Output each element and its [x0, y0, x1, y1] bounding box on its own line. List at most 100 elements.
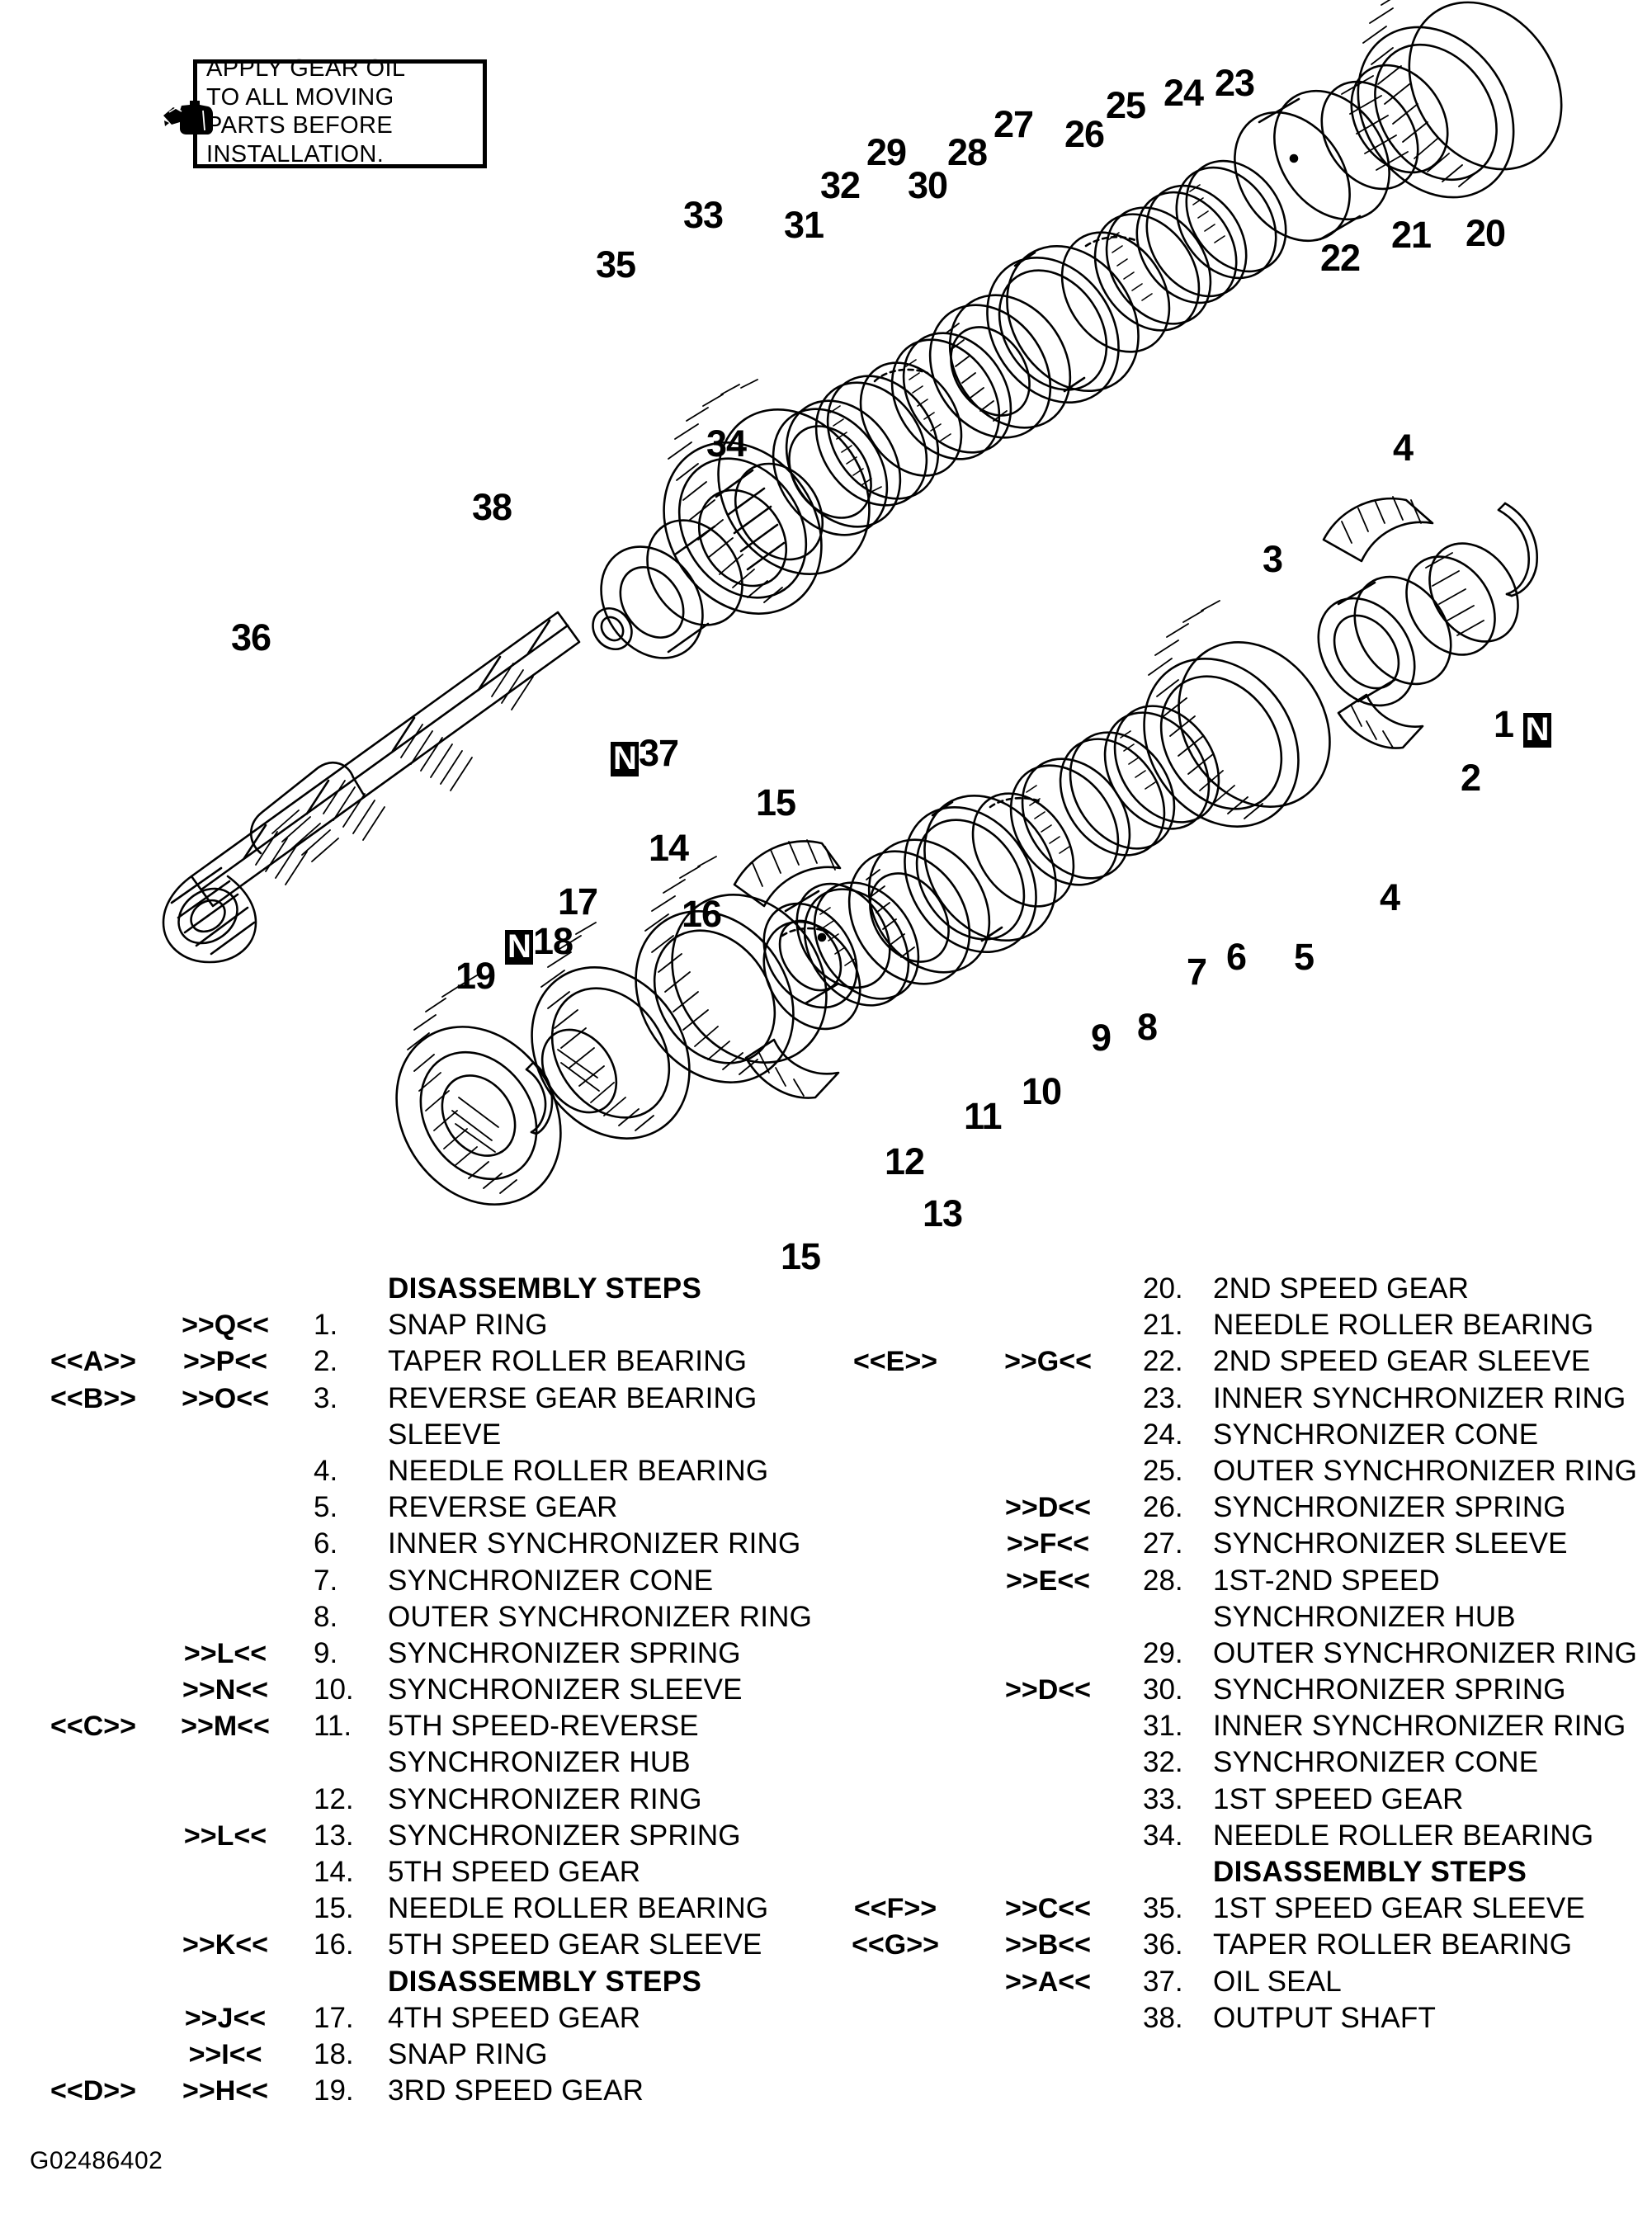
part-name: SNAP RING	[388, 2037, 548, 2070]
part-outer-synchronizer-ring-8	[1009, 758, 1131, 886]
legend-row: 33.1ST SPEED GEAR	[825, 1782, 1652, 1818]
part-name: 4TH SPEED GEAR	[388, 2001, 641, 2034]
part-number: 9.	[314, 1636, 338, 1669]
part-inner-synchronizer-ring-31	[814, 375, 940, 507]
part-needle-roller-bearing-34	[697, 462, 824, 588]
part-number: 10.	[314, 1673, 354, 1706]
part-synchronizer-cone-24	[1135, 184, 1248, 304]
callout-24: 24	[1163, 72, 1204, 114]
part-1st-speed-gear-sleeve	[600, 519, 743, 659]
disassembly-step-code: >>F<<	[1006, 1528, 1090, 1560]
part-name: INNER SYNCHRONIZER RING	[1213, 1710, 1626, 1743]
part-synchronizer-sleeve-10	[904, 794, 1057, 954]
part-name: NEEDLE ROLLER BEARING	[1213, 1309, 1594, 1342]
legend-row: >>E<<28.1ST-2ND SPEED	[825, 1563, 1652, 1599]
part-name: 5TH SPEED-REVERSE	[388, 1710, 699, 1743]
legend-row: >>J<<17.4TH SPEED GEAR	[0, 2000, 825, 2037]
callout-4: 4	[1380, 876, 1400, 918]
part-name: 2ND SPEED GEAR SLEEVE	[1213, 1345, 1591, 1378]
part-name: REVERSE GEAR BEARING	[388, 1381, 758, 1414]
legend-row: 24.SYNCHRONIZER CONE	[825, 1417, 1652, 1453]
legend-row: 15. NEEDLE ROLLER BEARING	[0, 1890, 825, 1927]
part-name: SYNCHRONIZER SLEEVE	[388, 1673, 743, 1706]
part-name: SYNCHRONIZER SPRING	[1213, 1491, 1566, 1524]
part-number: 14.	[314, 1856, 354, 1888]
legend-row: 7.SYNCHRONIZER CONE	[0, 1563, 825, 1599]
part-number: 35.	[1143, 1892, 1183, 1925]
legend-row: 5.REVERSE GEAR	[0, 1489, 825, 1526]
part-outer-synchronizer-ring-25	[1093, 206, 1212, 332]
legend-row: <<C>>>>M<<11.5TH SPEED-REVERSE	[0, 1708, 825, 1744]
disassembly-steps-header: DISASSEMBLY STEPS	[388, 1965, 702, 1998]
part-3rd-speed-gear	[395, 975, 562, 1206]
disassembly-step-code: >>O<<	[182, 1382, 269, 1414]
part-needle-roller-bearing-15-lower	[744, 1038, 840, 1099]
part-name: SYNCHRONIZER SPRING	[388, 1636, 741, 1669]
disassembly-step-code: >>D<<	[1005, 1492, 1091, 1524]
part-number: 26.	[1143, 1491, 1183, 1524]
part-number: 38.	[1143, 2001, 1183, 2034]
legend-row: 20.2ND SPEED GEAR	[825, 1271, 1652, 1307]
callout-10: 10	[1022, 1070, 1062, 1112]
part-2nd-speed-gear	[1357, 0, 1563, 199]
part-name: TAPER ROLLER BEARING	[1213, 1928, 1573, 1961]
figure-id-code: G02486402	[30, 2147, 163, 2174]
part-number: 34.	[1143, 1819, 1183, 1852]
disassembly-step-code: >>A<<	[1005, 1966, 1091, 1998]
part-oil-seal	[592, 607, 633, 650]
callout-38: 38	[472, 486, 512, 528]
legend-row: >>I<<18.SNAP RING	[0, 2037, 825, 2073]
part-number: 15.	[314, 1892, 354, 1925]
callout-5: 5	[1294, 936, 1315, 978]
legend-row: <<G>>>>B<<36.TAPER ROLLER BEARING	[825, 1927, 1652, 1963]
legend-row: >>K<<16.5TH SPEED GEAR SLEEVE	[0, 1927, 825, 1963]
part-needle-roller-bearing-21	[1320, 64, 1449, 191]
part-name: 1ST SPEED GEAR	[1213, 1782, 1464, 1815]
part-name: REVERSE GEAR	[388, 1491, 618, 1524]
part-number: 23.	[1143, 1381, 1183, 1414]
part-name: SYNCHRONIZER CONE	[388, 1564, 714, 1597]
callout-30: 30	[908, 164, 948, 206]
part-name: SYNCHRONIZER SPRING	[388, 1819, 741, 1852]
part-snap-ring-1	[1497, 502, 1538, 597]
callout-6: 6	[1226, 936, 1247, 978]
part-synchronizer-spring-9	[971, 792, 1075, 908]
parts-legend-left-column: DISASSEMBLY STEPS>>Q<<1.SNAP RING<<A>>>>…	[0, 1271, 825, 2109]
part-number: 16.	[314, 1928, 354, 1961]
legend-row: SLEEVE	[0, 1417, 825, 1453]
part-number: 25.	[1143, 1454, 1183, 1487]
part-needle-roller-bearing-4-upper	[1322, 496, 1434, 563]
part-number: 12.	[314, 1782, 354, 1815]
callout-35: 35	[596, 243, 636, 286]
parts-legend: DISASSEMBLY STEPS>>Q<<1.SNAP RING<<A>>>>…	[0, 1271, 1652, 2145]
callout-21: 21	[1391, 214, 1432, 256]
disassembly-step-code: >>E<<	[1005, 1565, 1091, 1597]
part-number: 13.	[314, 1819, 354, 1852]
callout-19: 19	[455, 955, 496, 997]
callout-3: 3	[1263, 538, 1283, 580]
exploded-parts-diagram	[162, 0, 1563, 1206]
assembly-step-code: <<C>>	[50, 1711, 136, 1743]
legend-row: SYNCHRONIZER HUB	[825, 1599, 1652, 1635]
gear-oil-notice-text: APPLY GEAR OIL TO ALL MOVING PARTS BEFOR…	[206, 55, 406, 168]
callout-34: 34	[706, 422, 747, 465]
part-synchronizer-cone-32	[772, 399, 902, 536]
legend-row: 31.INNER SYNCHRONIZER RING	[825, 1708, 1652, 1744]
part-number: 19.	[314, 2074, 354, 2107]
disassembly-step-code: >>C<<	[1005, 1893, 1091, 1925]
part-synchronizer-cone-7	[1059, 731, 1176, 857]
disassembly-step-code: >>P<<	[182, 1346, 268, 1378]
legend-row: 34.NEEDLE ROLLER BEARING	[825, 1818, 1652, 1854]
legend-row: 14.5TH SPEED GEAR	[0, 1854, 825, 1890]
part-number: 37.	[1143, 1965, 1183, 1998]
disassembly-step-code: >>B<<	[1005, 1929, 1091, 1961]
part-name: NEEDLE ROLLER BEARING	[388, 1892, 769, 1925]
part-synchronizer-sleeve-27	[986, 244, 1140, 404]
part-reverse-gear-bearing-sleeve	[1317, 575, 1452, 707]
callout-27: 27	[994, 103, 1034, 145]
part-name: 1ST-2ND SPEED	[1213, 1564, 1440, 1597]
n-marker-badge: N	[1522, 713, 1551, 748]
disassembly-step-code: >>M<<	[181, 1711, 270, 1743]
callout-7: 7	[1187, 951, 1207, 993]
